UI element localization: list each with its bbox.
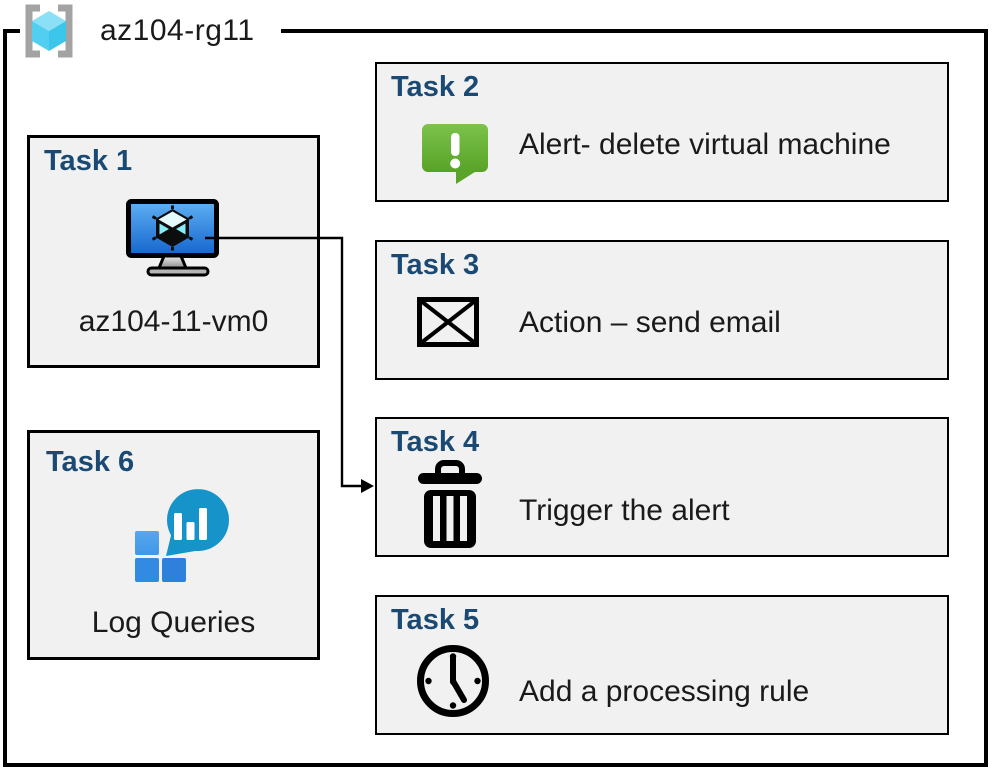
- task-6-label: Log Queries: [91, 606, 256, 639]
- task-6-box: Task 6 Log Queries: [27, 430, 320, 660]
- task-4-label: Trigger the alert: [519, 494, 730, 527]
- resource-group-icon: [25, 4, 73, 58]
- task-3-box: Task 3 Action – send email: [375, 240, 949, 380]
- task-3-label: Action – send email: [519, 306, 781, 339]
- task-1-box: Task 1: [27, 135, 320, 368]
- alert-message-icon: [422, 124, 488, 184]
- virtual-machine-icon: [126, 199, 219, 277]
- task-4-title: Task 4: [391, 426, 480, 458]
- task-5-box: Task 5 Add a processing rule: [375, 595, 949, 735]
- task-2-title: Task 2: [391, 71, 480, 103]
- task-5-title: Task 5: [391, 604, 480, 636]
- task-2-box: Task 2 Alert- delete virtual machine: [375, 62, 949, 202]
- resource-group-name: az104-rg11: [100, 14, 255, 47]
- resource-group-header: az104-rg11: [20, 2, 281, 60]
- email-envelope-icon: [417, 297, 479, 347]
- task-2-label: Alert- delete virtual machine: [519, 128, 891, 161]
- clock-icon: [417, 645, 489, 717]
- trash-icon: [418, 460, 482, 548]
- task-6-title: Task 6: [46, 446, 135, 478]
- task-3-title: Task 3: [391, 249, 480, 281]
- task-4-box: Task 4 Trigger the alert: [375, 417, 949, 557]
- task-1-label: az104-11-vm0: [78, 305, 269, 338]
- resource-group-boundary: [3, 29, 988, 767]
- task-1-title: Task 1: [44, 145, 133, 177]
- task-5-label: Add a processing rule: [519, 675, 810, 708]
- log-analytics-icon: [135, 489, 229, 582]
